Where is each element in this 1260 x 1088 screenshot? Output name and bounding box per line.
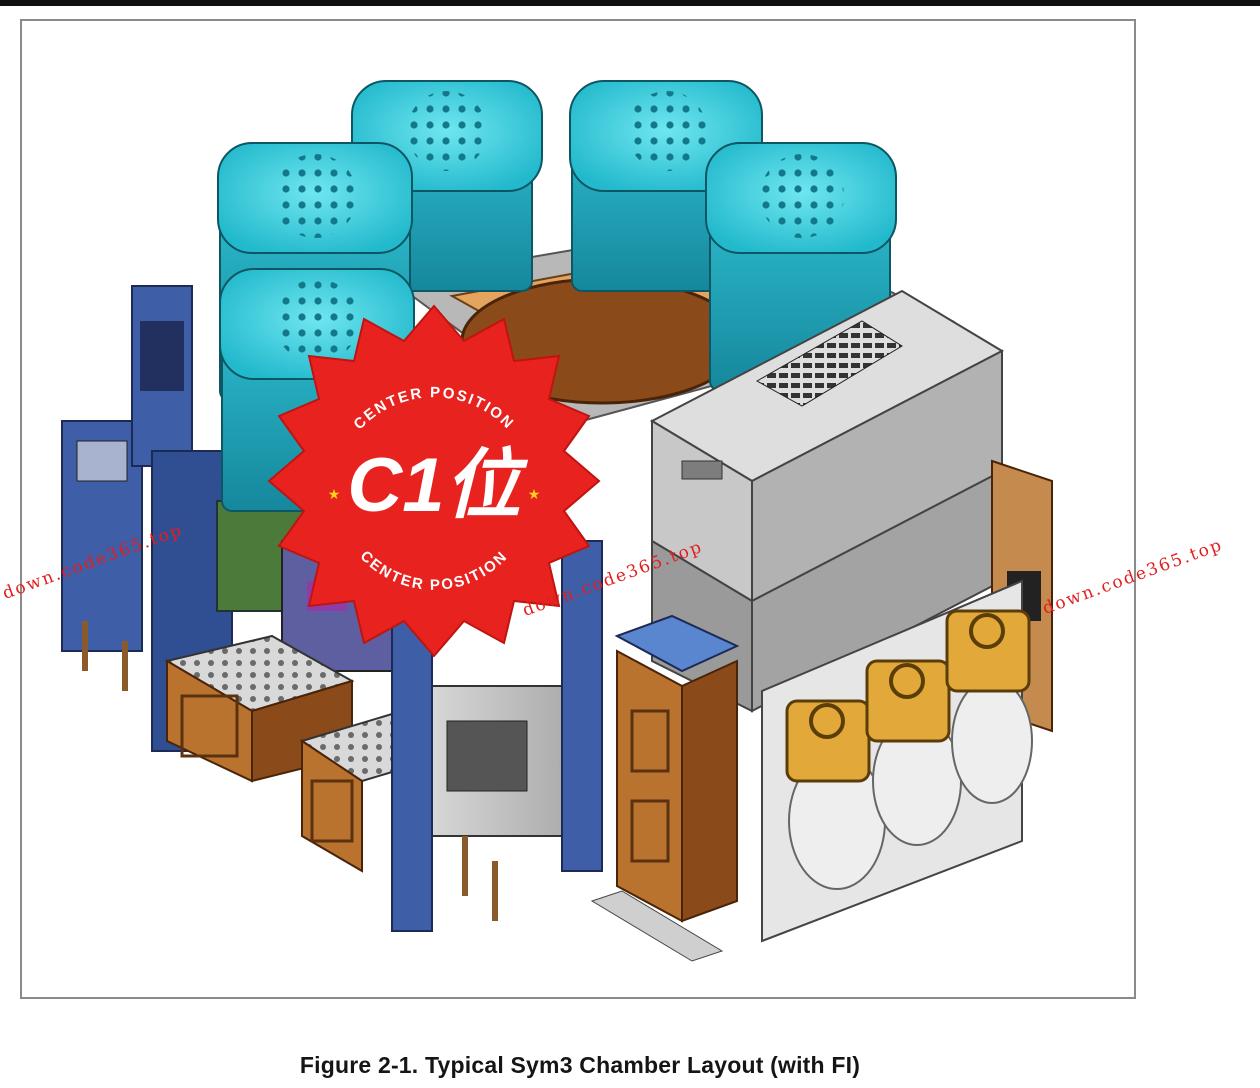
- fi-front-panel: [761, 579, 1033, 943]
- figure-frame: CENTER POSITION CENTER POSITION C1位 ★ ★: [20, 19, 1136, 999]
- stamp-starburst-icon: [267, 304, 601, 658]
- wafer-cassette-1: [785, 699, 886, 890]
- stamp-left-star-icon: ★: [328, 486, 341, 502]
- center-position-stamp: CENTER POSITION CENTER POSITION C1位 ★ ★: [267, 304, 601, 658]
- load-lock-modules: [164, 540, 603, 932]
- left-frame-towers: [61, 285, 403, 752]
- stamp-logo-text: C1位: [347, 443, 528, 528]
- pedestal-cabinet: [590, 614, 740, 962]
- chamber-mid-right: [705, 142, 897, 392]
- wafer-cassette-3: [945, 609, 1033, 804]
- wafer-cassette-2: [865, 659, 962, 846]
- chamber-layout-illustration: CENTER POSITION CENTER POSITION C1位 ★ ★: [61, 80, 1053, 962]
- stamp-right-star-icon: ★: [528, 486, 541, 502]
- top-rule: [0, 0, 1260, 6]
- process-chambers: [217, 80, 897, 512]
- figure-caption: Figure 2-1. Typical Sym3 Chamber Layout …: [299, 1052, 861, 1078]
